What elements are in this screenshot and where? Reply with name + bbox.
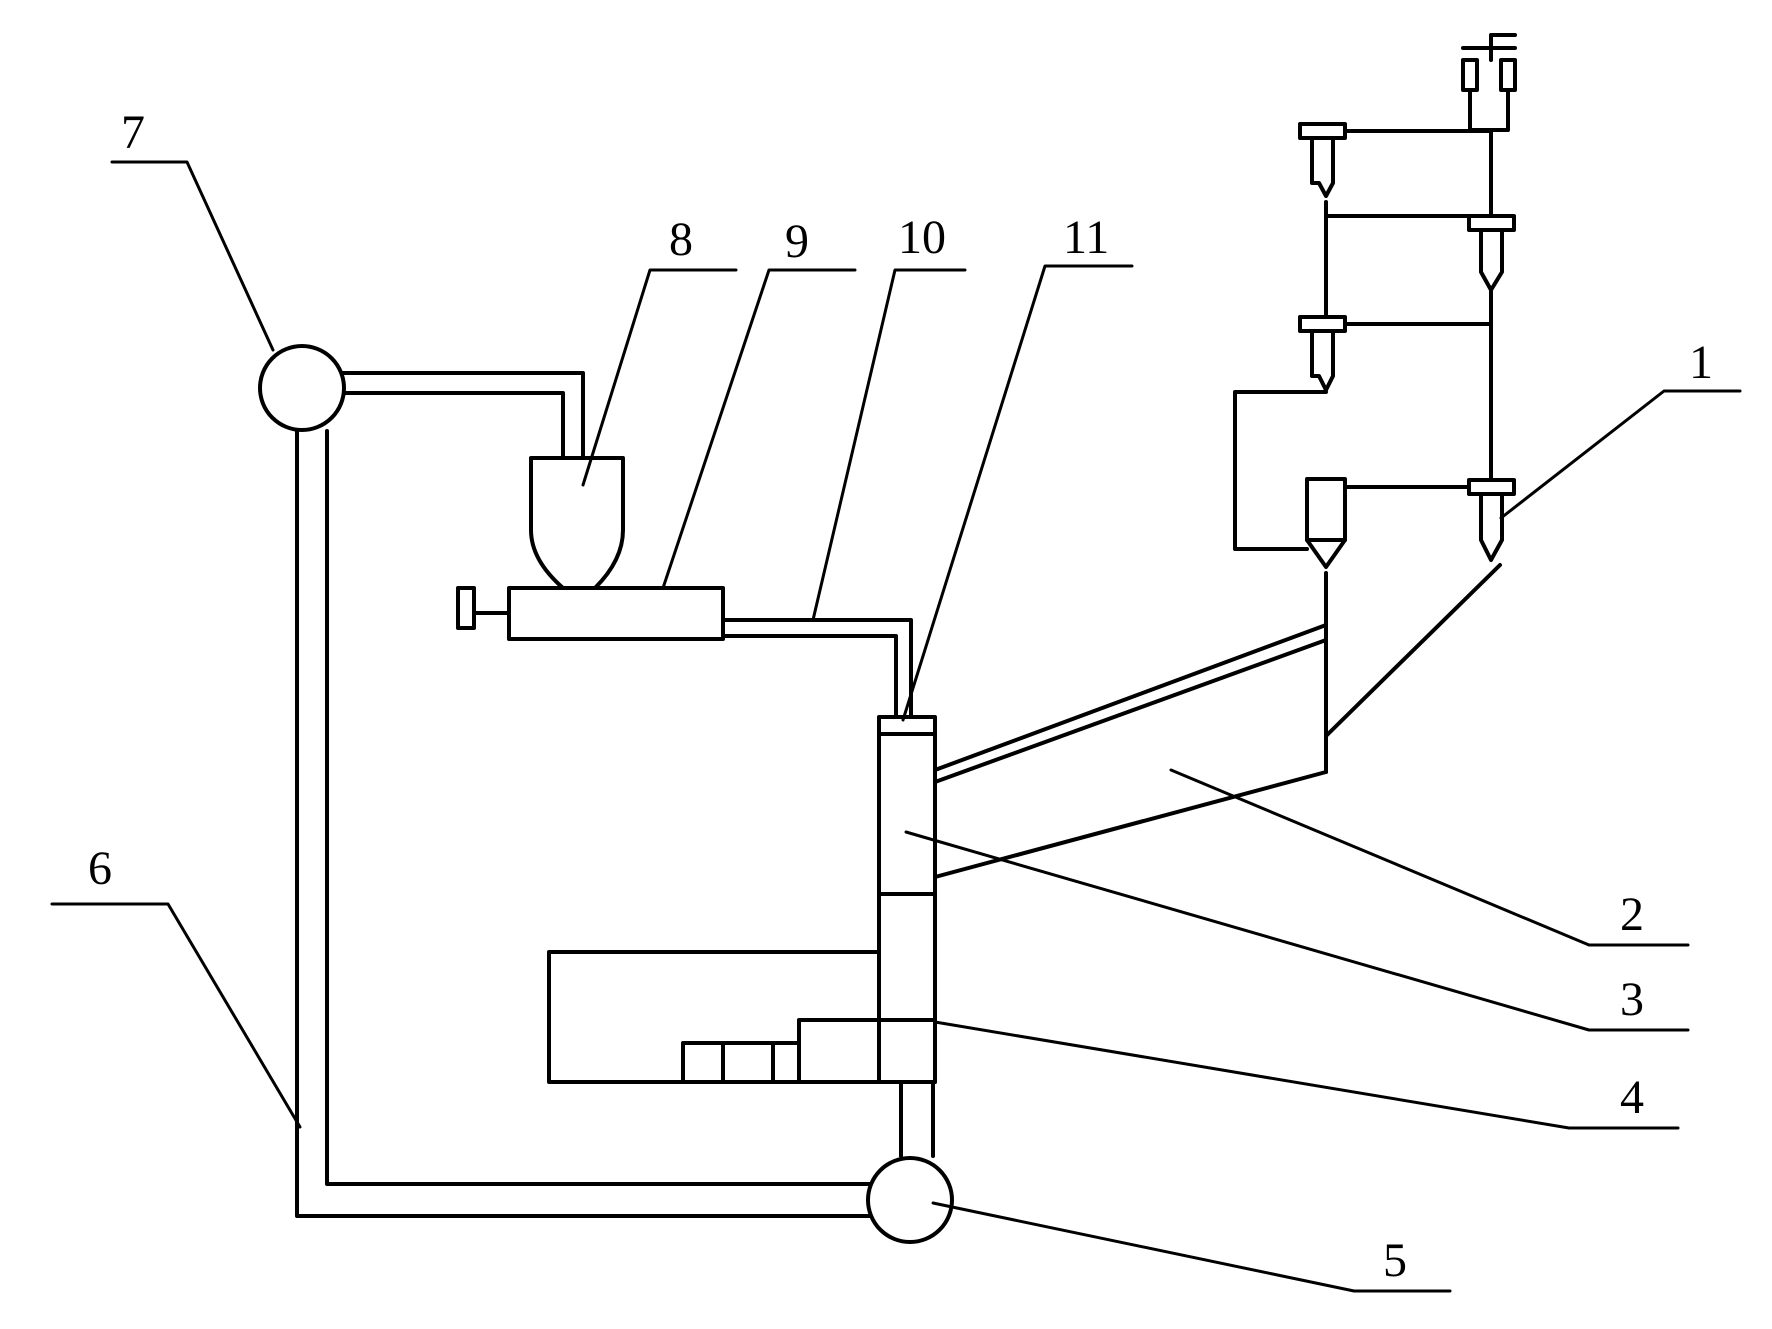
label-11: 11 [1063,211,1109,264]
pipe-4-to-5 [899,1080,935,1158]
label-10: 10 [898,211,946,264]
cyclone-cascade-1 [1233,33,1517,569]
tank-body [547,950,937,1084]
column-3 [877,715,937,1026]
chute-2 [933,563,1502,879]
pump-5 [866,1156,954,1244]
return-pipe-6 [295,427,875,1218]
leader-lines [50,160,1742,1293]
screw-feeder-9 [456,586,725,641]
pump-7 [258,344,346,432]
hopper-8 [529,456,625,590]
label-3: 3 [1620,973,1644,1026]
label-5: 5 [1383,1234,1407,1287]
pipe-7-to-8 [341,371,585,460]
label-1: 1 [1689,336,1713,389]
label-9: 9 [785,215,809,268]
feed-pipe-10 [721,618,913,727]
part-labels: 1 2 3 4 5 6 7 8 9 10 11 [88,106,1713,1287]
label-4: 4 [1620,1071,1644,1124]
label-8: 8 [669,213,693,266]
label-6: 6 [88,842,112,895]
label-7: 7 [121,106,145,159]
label-2: 2 [1620,888,1644,941]
